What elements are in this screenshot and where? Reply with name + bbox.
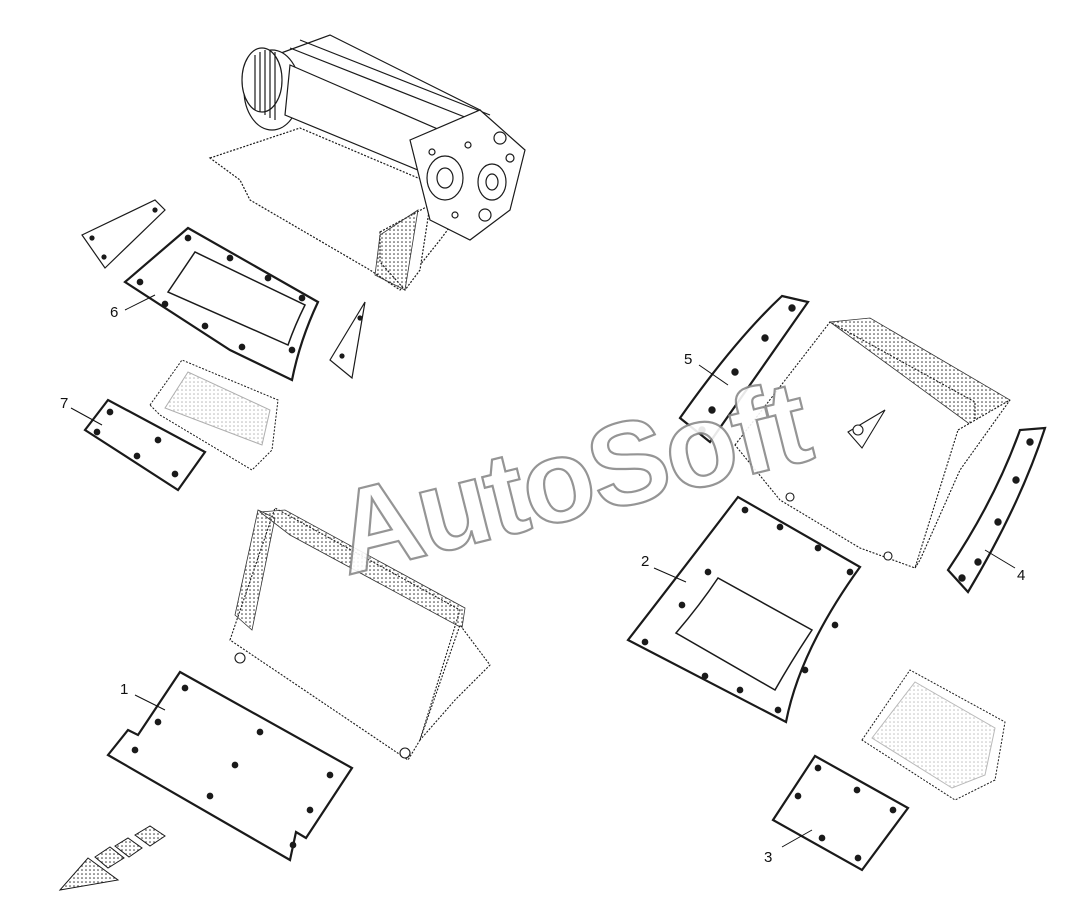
small-plate-center [329,301,366,380]
callout-2: 2 [641,553,649,570]
bracket-upper-left [149,359,279,471]
callout-7: 7 [60,395,68,412]
part-3-small-plate [771,754,910,872]
part-7-small-plate [83,398,207,492]
callout-leaders [70,294,1016,848]
callout-3: 3 [764,849,772,866]
bracket-lower-right [861,669,1006,801]
part-2-curved-plate [626,495,862,724]
part-5-curved-strip [678,294,810,444]
center-housing [229,507,491,761]
part-6-frame-plate [123,226,320,382]
small-plate-upper-left [81,199,166,269]
part-1-large-plate [106,670,354,862]
callout-6: 6 [110,304,118,321]
right-housing [734,317,1011,569]
rotor-drum-assembly [208,34,526,291]
callout-5: 5 [684,351,692,368]
callout-1: 1 [120,681,128,698]
callout-4: 4 [1017,567,1025,584]
part-4-curved-strip [946,426,1047,594]
direction-arrow-icon [58,825,166,891]
